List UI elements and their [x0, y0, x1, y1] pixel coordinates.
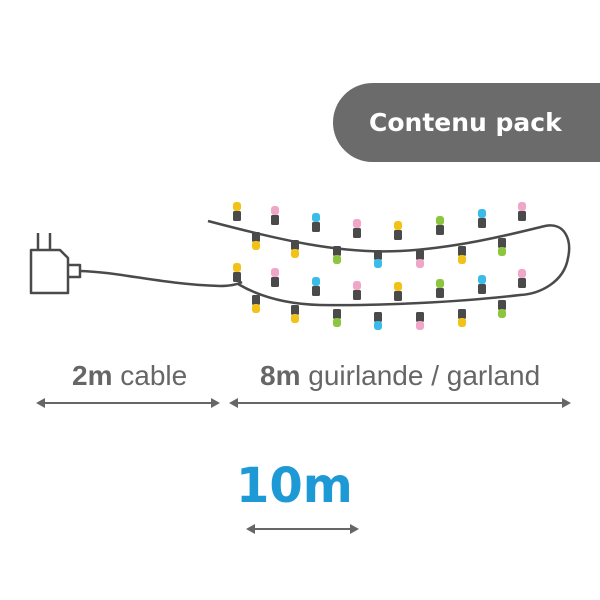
light-bulb-icon	[478, 275, 486, 294]
cable-length-arrow	[36, 398, 220, 408]
total-length: 10m	[236, 458, 353, 514]
light-bulb-icon	[518, 269, 526, 288]
light-bulb-icon	[233, 263, 241, 282]
garland-length-label: 8m guirlande / garland	[260, 360, 540, 392]
badge-label: Contenu pack	[369, 108, 562, 137]
light-bulb-icon	[291, 305, 299, 323]
light-bulb-icon	[394, 221, 402, 240]
light-bulb-icon	[312, 213, 320, 232]
power-adapter-icon	[29, 233, 243, 295]
light-bulb-icon	[233, 202, 241, 221]
light-bulb-icon	[333, 309, 341, 327]
light-bulb-icon	[518, 202, 526, 221]
light-bulb-icon	[374, 250, 382, 268]
light-bulb-icon	[498, 238, 506, 256]
cable-length-amount: 2m	[72, 360, 113, 391]
total-length-arrow	[246, 524, 359, 534]
light-bulb-icon	[252, 232, 260, 250]
light-bulb-icon	[333, 246, 341, 264]
light-bulb-icon	[291, 240, 299, 258]
light-bulb-icon	[252, 295, 260, 313]
light-bulb-icon	[394, 282, 402, 301]
light-bulb-icon	[312, 277, 320, 296]
light-bulb-icon	[478, 209, 486, 228]
light-bulb-icon	[353, 219, 361, 238]
light-bulb-icon	[498, 300, 506, 318]
light-bulb-icon	[458, 309, 466, 327]
light-bulb-icon	[416, 250, 424, 268]
light-bulb-icon	[416, 312, 424, 330]
cable-length-label: 2m cable	[72, 360, 187, 392]
light-bulb-icon	[458, 246, 466, 264]
light-bulb-icon	[436, 216, 444, 235]
contenu-pack-badge: Contenu pack	[333, 83, 600, 162]
garland-length-arrow	[229, 398, 571, 408]
garland-wire	[207, 219, 571, 307]
light-bulb-icon	[436, 279, 444, 298]
light-bulb-icon	[374, 312, 382, 330]
light-bulb-icon	[353, 281, 361, 300]
light-bulb-icon	[271, 206, 279, 225]
light-bulb-icon	[271, 268, 279, 287]
garland-length-amount: 8m	[260, 360, 301, 391]
garland-length-text: guirlande / garland	[300, 360, 541, 391]
bulb-group	[233, 202, 526, 330]
cable-length-text: cable	[112, 360, 188, 391]
